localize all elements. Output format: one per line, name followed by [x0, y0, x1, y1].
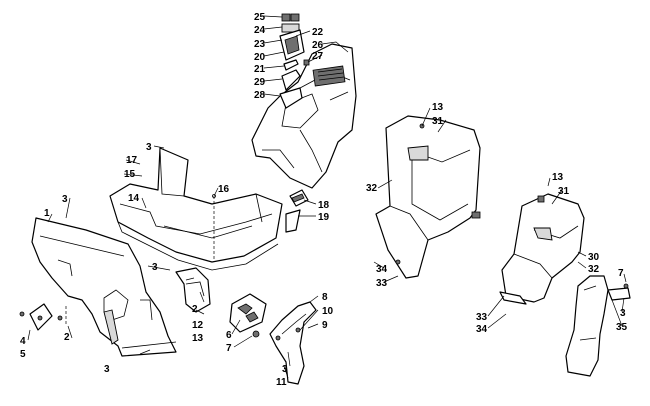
callout-34-a: 34 [376, 264, 388, 275]
callout-13-c: 13 [552, 172, 564, 183]
callout-17: 17 [126, 155, 138, 166]
callout-33-b: 33 [476, 312, 488, 323]
callout-3-d: 3 [104, 364, 110, 375]
callout-9: 9 [322, 320, 328, 331]
flare [269, 301, 317, 385]
callout-34-b: 34 [476, 324, 488, 335]
callout-labels: 25 24 23 20 21 29 28 22 26 27 3 17 15 14… [20, 12, 628, 388]
callout-3-b: 3 [62, 194, 68, 205]
callout-27: 27 [312, 51, 324, 62]
callout-6: 6 [226, 330, 232, 341]
callout-30: 30 [588, 252, 600, 263]
callout-16: 16 [218, 184, 230, 195]
callout-23: 23 [254, 39, 266, 50]
front-panel [19, 217, 177, 357]
callout-5: 5 [20, 349, 26, 360]
callout-3-f: 3 [620, 308, 626, 319]
callout-3-a: 3 [146, 142, 152, 153]
callout-32-a: 32 [366, 183, 378, 194]
callout-13-a: 13 [432, 102, 444, 113]
callout-20: 20 [254, 52, 266, 63]
callout-2-b: 2 [192, 304, 198, 315]
side-panel-upper [375, 115, 481, 279]
callout-28: 28 [254, 90, 266, 101]
part-25 [281, 13, 291, 22]
right-flare [565, 275, 631, 377]
callout-29: 29 [254, 77, 266, 88]
leader-lines [27, 15, 627, 379]
callout-3-c: 3 [152, 262, 158, 273]
callout-3-e: 3 [282, 364, 288, 375]
brackets [175, 267, 267, 338]
callout-31-b: 31 [558, 186, 570, 197]
side-panel-lower [499, 193, 585, 305]
small-parts-18-19 [285, 189, 309, 233]
callout-1: 1 [44, 208, 50, 219]
callout-12: 12 [192, 320, 204, 331]
callout-18: 18 [318, 200, 330, 211]
floor-tub [109, 147, 283, 271]
callout-26: 26 [312, 40, 324, 51]
callout-8: 8 [322, 292, 328, 303]
callout-13-b: 13 [192, 333, 204, 344]
callout-7-b: 7 [618, 268, 624, 279]
callout-24: 24 [254, 25, 266, 36]
callout-15: 15 [124, 169, 136, 180]
console-cover-assembly [251, 13, 357, 189]
callout-2-a: 2 [64, 332, 70, 343]
callout-7-a: 7 [226, 343, 232, 354]
callout-19: 19 [318, 212, 330, 223]
callout-32-b: 32 [588, 264, 600, 275]
callout-10: 10 [322, 306, 334, 317]
callout-21: 21 [254, 64, 266, 75]
callout-4: 4 [20, 336, 26, 347]
callout-14: 14 [128, 193, 140, 204]
callout-35: 35 [616, 322, 628, 333]
callout-33-a: 33 [376, 278, 388, 289]
callout-31-a: 31 [432, 116, 444, 127]
callout-22: 22 [312, 27, 324, 38]
callout-25: 25 [254, 12, 266, 23]
callout-11: 11 [276, 377, 287, 388]
